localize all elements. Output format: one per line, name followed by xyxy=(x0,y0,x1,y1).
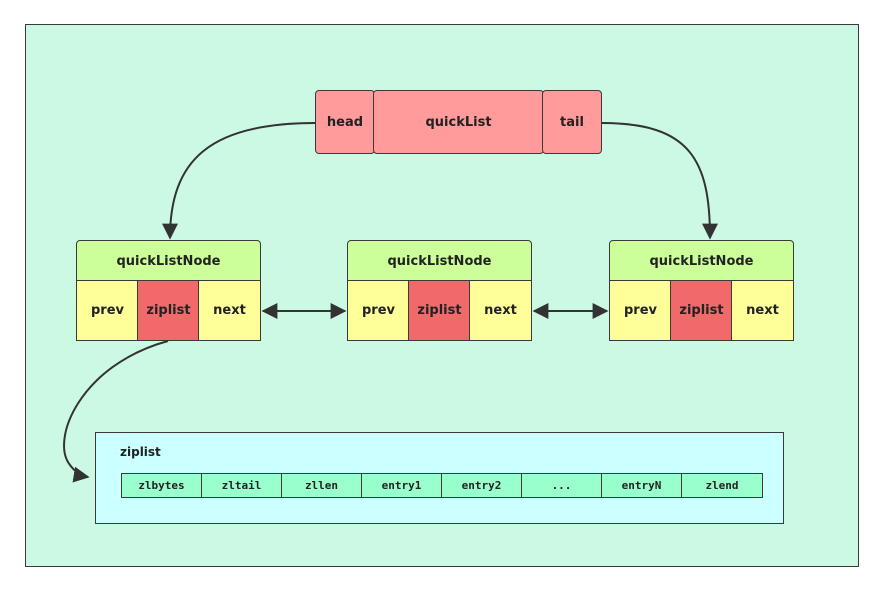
head-to-first-node-arrow xyxy=(162,122,316,240)
tail-to-last-node-arrow xyxy=(601,122,718,240)
node-2-prev-cell: prev xyxy=(347,280,410,341)
node-3-prev-cell: prev xyxy=(609,280,672,341)
ziplist-field-entryN: entryN xyxy=(601,473,682,498)
node-3-next-cell: next xyxy=(731,280,794,341)
node-3-ziplist-cell: ziplist xyxy=(670,280,733,341)
ziplist-field-entry1: entry1 xyxy=(361,473,442,498)
node-2-ziplist-cell: ziplist xyxy=(408,280,471,341)
node-3-title: quickListNode xyxy=(609,240,794,282)
node-2-title: quickListNode xyxy=(347,240,532,282)
node-2-next-cell: next xyxy=(469,280,532,341)
ziplist-title: ziplist xyxy=(120,445,161,459)
ziplist-field-entry2: entry2 xyxy=(441,473,522,498)
ziplist-field-zlbytes: zlbytes xyxy=(121,473,202,498)
ziplist-pointer-arrow xyxy=(63,340,169,483)
ziplist-field-zlend: zlend xyxy=(681,473,763,498)
quicklist-head-cell: head xyxy=(315,90,375,154)
quicklist-tail-cell: tail xyxy=(542,90,602,154)
node-1-prev-cell: prev xyxy=(76,280,139,341)
node-1-next-cell: next xyxy=(198,280,261,341)
ziplist-field-zltail: zltail xyxy=(201,473,282,498)
ziplist-field-zllen: zllen xyxy=(281,473,362,498)
